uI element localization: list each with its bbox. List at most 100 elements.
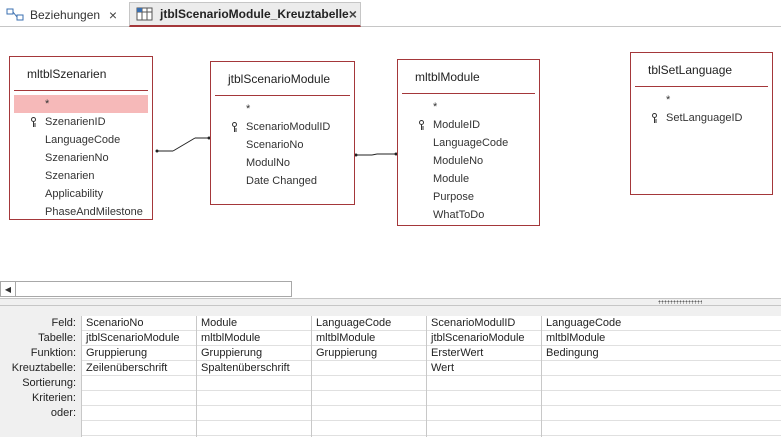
field-item[interactable]: PhaseAndMilestone xyxy=(45,206,143,218)
grid-cell-table[interactable]: mltblModule xyxy=(312,331,426,346)
grid-cell-field[interactable]: LanguageCode xyxy=(312,316,426,331)
close-icon[interactable]: × xyxy=(348,6,357,22)
grid-column[interactable]: LanguageCode mltblModule Gruppierung xyxy=(311,316,426,437)
grid-cell-crosstab[interactable] xyxy=(312,361,426,376)
horizontal-scrollbar[interactable]: ◀ xyxy=(0,281,292,297)
grid-cell-sort[interactable] xyxy=(82,376,196,391)
grid-cell-extra[interactable] xyxy=(312,421,426,436)
field-primary-key[interactable]: SetLanguageID xyxy=(631,109,772,127)
table-jtblScenarioModule[interactable]: jtblScenarioModule * ScenarioModulID Sce… xyxy=(210,61,355,205)
field-primary-key[interactable]: ModuleID xyxy=(398,116,539,134)
close-icon[interactable]: × xyxy=(108,6,118,23)
field-item[interactable]: Module xyxy=(433,173,470,185)
grid-cell-field[interactable]: Module xyxy=(197,316,311,331)
grid-cell-extra[interactable] xyxy=(82,421,196,436)
grid-cell-sort[interactable] xyxy=(427,376,541,391)
grid-cell-crosstab[interactable]: Wert xyxy=(427,361,541,376)
grid-cell-criteria[interactable] xyxy=(82,391,196,406)
grid-cell-sort[interactable] xyxy=(542,376,781,391)
grid-cell-extra[interactable] xyxy=(542,421,781,436)
splitter-grip-icon[interactable] xyxy=(658,300,702,304)
pane-splitter[interactable] xyxy=(0,298,781,306)
grid-column[interactable]: Module mltblModule Gruppierung Spaltenüb… xyxy=(196,316,311,437)
grid-cell-table[interactable]: jtblScenarioModule xyxy=(82,331,196,346)
tab-relationships[interactable]: Beziehungen × xyxy=(0,2,128,27)
grid-cell-or[interactable] xyxy=(542,406,781,421)
field-item[interactable]: SzenarienNo xyxy=(45,152,109,164)
grid-cell-table[interactable]: jtblScenarioModule xyxy=(427,331,541,346)
field-list: * SetLanguageID xyxy=(631,87,772,127)
grid-cell-criteria[interactable] xyxy=(542,391,781,406)
grid-column[interactable]: ScenarioModulID jtblScenarioModule Erste… xyxy=(426,316,541,437)
field-item[interactable]: Applicability xyxy=(45,188,104,200)
grid-cell-field[interactable]: ScenarioNo xyxy=(82,316,196,331)
grid-cell-function[interactable]: Gruppierung xyxy=(197,346,311,361)
grid-cell-extra[interactable] xyxy=(427,421,541,436)
query-design-grid: Feld: Tabelle: Funktion: Kreuztabelle: S… xyxy=(0,306,781,437)
grid-cell-criteria[interactable] xyxy=(427,391,541,406)
field-item[interactable]: ModulNo xyxy=(246,157,291,169)
field-list: * ScenarioModulID ScenarioNo ModulNo Dat… xyxy=(211,96,354,190)
field-item[interactable]: WhatToDo xyxy=(433,209,485,221)
tab-label: Beziehungen xyxy=(30,7,101,22)
field-all[interactable]: * xyxy=(666,94,671,106)
crosstab-query-icon xyxy=(136,7,154,21)
table-design-area[interactable]: mltblSzenarien * SzenarienID LanguageCod… xyxy=(0,28,781,280)
grid-column[interactable]: ScenarioNo jtblScenarioModule Gruppierun… xyxy=(81,316,196,437)
field-all[interactable]: * xyxy=(14,95,148,113)
grid-cell-table[interactable]: mltblModule xyxy=(197,331,311,346)
table-tblSetLanguage[interactable]: tblSetLanguage * SetLanguageID xyxy=(630,52,773,195)
row-label-crosstab: Kreuztabelle: xyxy=(11,362,76,374)
table-mltblModule[interactable]: mltblModule * ModuleID LanguageCode Modu… xyxy=(397,59,540,226)
grid-cell-or[interactable] xyxy=(197,406,311,421)
row-label-function: Funktion: xyxy=(30,347,76,359)
grid-cell-or[interactable] xyxy=(312,406,426,421)
field-item[interactable]: LanguageCode xyxy=(45,134,121,146)
field-item[interactable]: Szenarien xyxy=(45,170,95,182)
grid-cell-table[interactable]: mltblModule xyxy=(542,331,781,346)
grid-cell-criteria[interactable] xyxy=(197,391,311,406)
grid-cell-extra[interactable] xyxy=(197,421,311,436)
field-all[interactable]: * xyxy=(246,103,251,115)
field-item[interactable]: Purpose xyxy=(433,191,474,203)
key-icon xyxy=(31,117,36,127)
grid-cell-function[interactable]: Bedingung xyxy=(542,346,781,361)
grid-cell-field[interactable]: LanguageCode xyxy=(542,316,781,331)
row-label-table: Tabelle: xyxy=(38,332,76,344)
row-label-or: oder: xyxy=(50,407,76,419)
grid-cell-sort[interactable] xyxy=(312,376,426,391)
table-title: jtblScenarioModule xyxy=(215,62,350,96)
grid-cell-sort[interactable] xyxy=(197,376,311,391)
field-item[interactable]: LanguageCode xyxy=(433,137,509,149)
grid-cell-crosstab[interactable]: Zeilenüberschrift xyxy=(82,361,196,376)
grid-row-labels: Feld: Tabelle: Funktion: Kreuztabelle: S… xyxy=(0,316,80,421)
grid-cell-crosstab[interactable] xyxy=(542,361,781,376)
field-item[interactable]: ModuleNo xyxy=(433,155,484,167)
row-label-sort: Sortierung: xyxy=(22,377,76,389)
grid-cell-function[interactable]: Gruppierung xyxy=(312,346,426,361)
grid-column[interactable]: LanguageCode mltblModule Bedingung xyxy=(541,316,781,437)
field-primary-key[interactable]: ScenarioModulID xyxy=(211,118,354,136)
table-title: mltblModule xyxy=(402,60,535,94)
grid-cell-or[interactable] xyxy=(82,406,196,421)
grid-cell-function[interactable]: Gruppierung xyxy=(82,346,196,361)
field-item[interactable]: ScenarioNo xyxy=(246,139,304,151)
relationships-icon xyxy=(6,8,24,22)
field-primary-key[interactable]: SzenarienID xyxy=(10,113,152,131)
scroll-left-arrow-icon[interactable]: ◀ xyxy=(1,282,16,296)
tab-crosstab-query[interactable]: jtblScenarioModule_Kreuztabelle × xyxy=(129,2,361,27)
grid-cell-function[interactable]: ErsterWert xyxy=(427,346,541,361)
grid-cell-or[interactable] xyxy=(427,406,541,421)
field-list: * SzenarienID LanguageCode SzenarienNo S… xyxy=(10,91,152,221)
grid-cell-criteria[interactable] xyxy=(312,391,426,406)
grid-cell-crosstab[interactable]: Spaltenüberschrift xyxy=(197,361,311,376)
row-label-criteria: Kriterien: xyxy=(31,392,76,404)
table-mltblSzenarien[interactable]: mltblSzenarien * SzenarienID LanguageCod… xyxy=(9,56,153,220)
grid-cell-field[interactable]: ScenarioModulID xyxy=(427,316,541,331)
table-title: tblSetLanguage xyxy=(635,53,768,87)
key-icon xyxy=(232,122,237,132)
field-item[interactable]: Date Changed xyxy=(246,175,317,187)
key-icon xyxy=(419,120,424,130)
field-all[interactable]: * xyxy=(433,101,438,113)
